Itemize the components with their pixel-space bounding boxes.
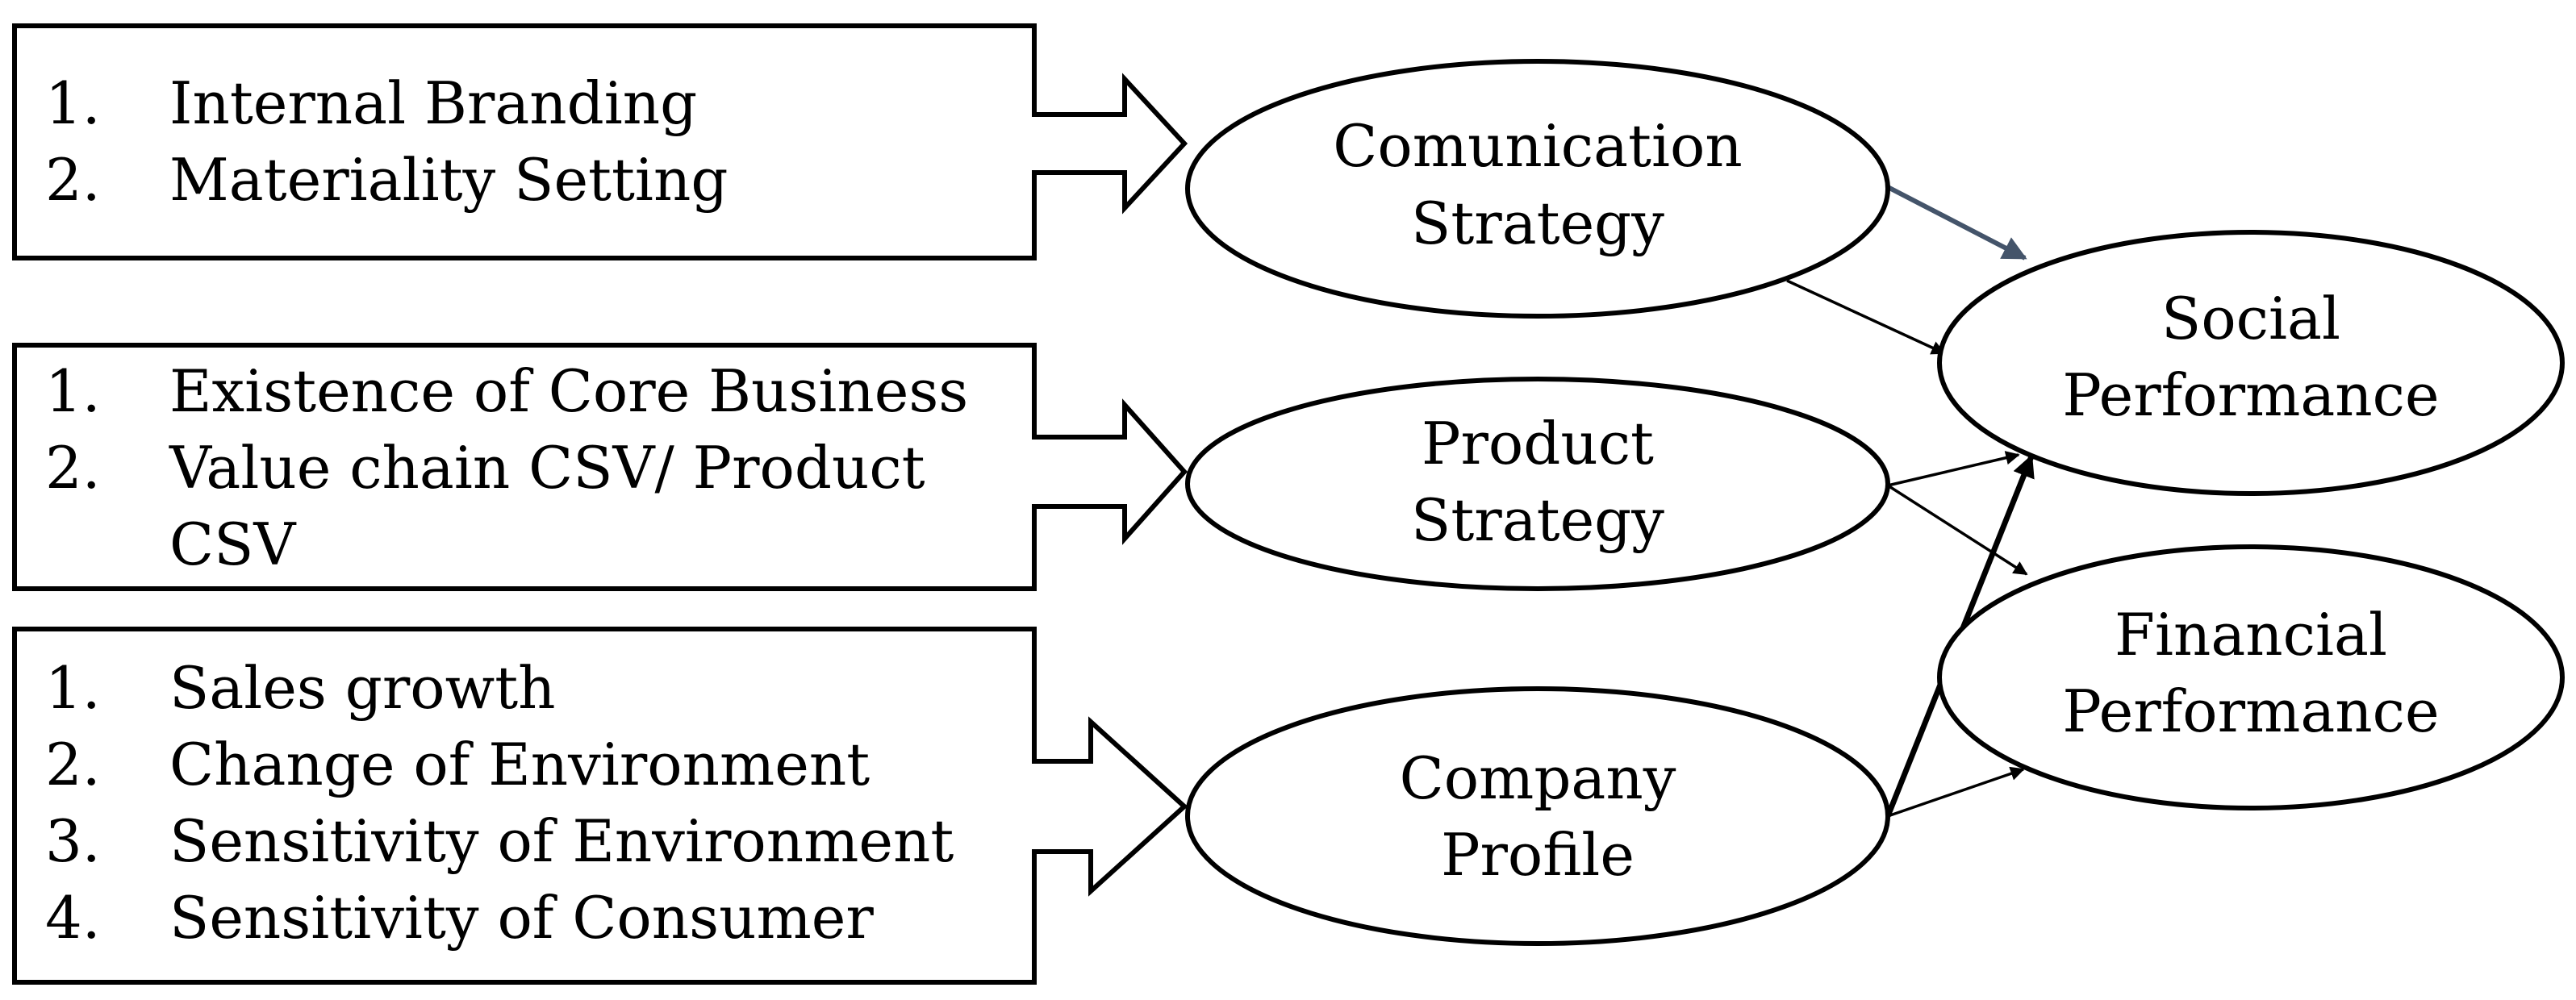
node-product-line1: Product [1422, 410, 1654, 477]
node-product-strategy: Product Strategy [1185, 377, 1890, 591]
comm-item-2-text: Materiality Setting [169, 146, 728, 214]
company-item-2-number: 2. [45, 731, 101, 798]
node-communication-line1: Comunication [1333, 112, 1742, 180]
communication-inputs-box-arrow-shape [12, 23, 1188, 260]
product-item-1-text: Existence of Core Business [169, 357, 968, 425]
product-item-2-number: 2. [45, 434, 101, 502]
company-item-3-number: 3. [45, 807, 101, 875]
company-inputs-box-arrow-shape [12, 627, 1188, 985]
product-inputs-box-arrow-shape [12, 343, 1188, 591]
company-item-4-text: Sensitivity of Consumer [169, 884, 874, 952]
arrow-product-to-social [1887, 451, 2020, 487]
product-inputs-box: 1. Existence of Core Business 2. Value c… [12, 343, 1188, 591]
node-financial-line1: Financial [2115, 601, 2387, 669]
node-social-line2: Performance [2062, 361, 2439, 429]
arrow-product-to-financial [1887, 484, 2028, 576]
arrow-communication-to-social [1786, 279, 1946, 355]
node-company-profile: Company Profile [1185, 686, 1890, 946]
communication-inputs-box: 1. Internal Branding 2. Materiality Sett… [12, 23, 1188, 260]
product-item-1-number: 1. [45, 357, 101, 425]
node-social-line1: Social [2161, 285, 2340, 352]
company-inputs-box: 1. Sales growth 2. Change of Environment… [12, 627, 1188, 985]
product-item-2-text: Value chain CSV/ Product [169, 434, 925, 502]
company-item-3-text: Sensitivity of Environment [169, 807, 954, 875]
comm-item-2-number: 2. [45, 146, 101, 214]
company-item-2-text: Change of Environment [169, 731, 870, 798]
node-social-performance: Social Performance [1937, 230, 2565, 496]
node-communication-line2: Strategy [1411, 190, 1664, 257]
arrow-communication-to-social-highlight [1886, 185, 2027, 260]
comm-item-1-text: Internal Branding [169, 69, 697, 137]
company-item-1-number: 1. [45, 654, 101, 722]
node-financial-performance: Financial Performance [1937, 544, 2565, 810]
comm-item-1-number: 1. [45, 69, 101, 137]
node-company-line2: Profile [1441, 821, 1635, 889]
node-product-line2: Strategy [1411, 486, 1664, 554]
node-company-line1: Company [1400, 744, 1676, 812]
node-communication-strategy: Comunication Strategy [1185, 59, 1890, 319]
company-item-4-number: 4. [45, 884, 101, 952]
product-item-2-continued-text: CSV [169, 510, 297, 578]
arrow-company-to-financial [1887, 766, 2025, 818]
company-item-1-text: Sales growth [169, 654, 556, 722]
node-financial-line2: Performance [2062, 677, 2439, 745]
